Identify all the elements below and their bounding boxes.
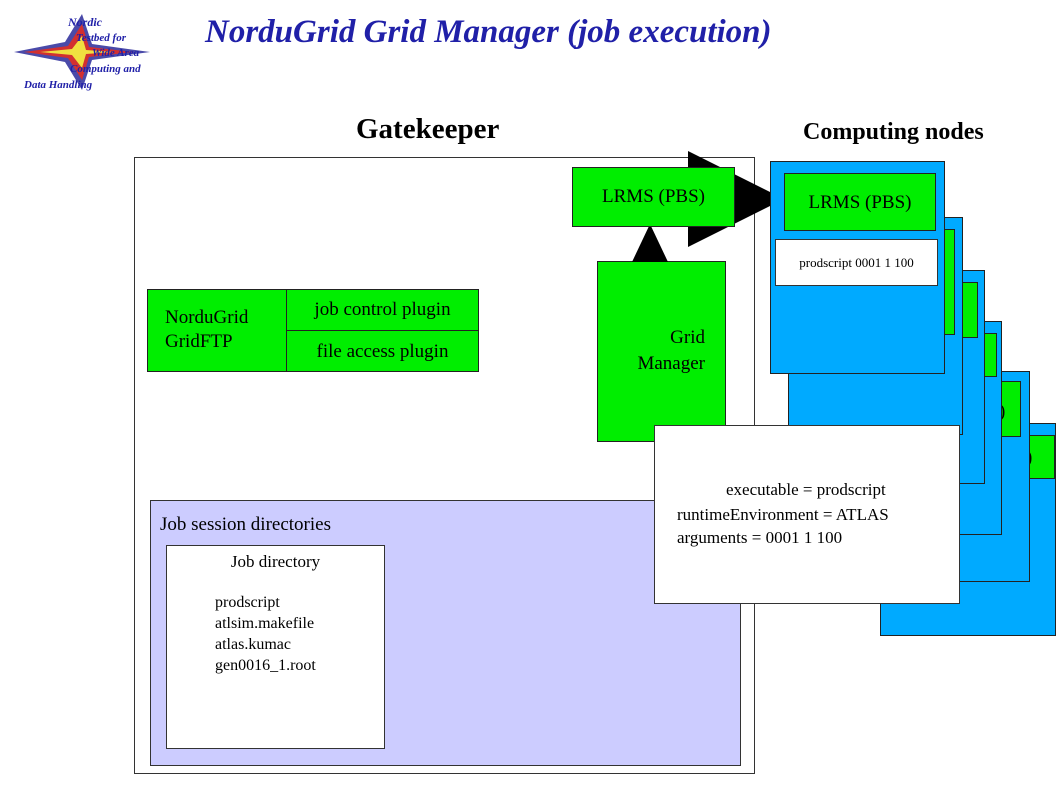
grid-manager-label-line1: Grid (670, 327, 705, 348)
job-directory: Job directory prodscript atlsim.makefile… (166, 545, 385, 749)
logo-line-2: Testbed for (76, 32, 127, 44)
node-lrms-label-partial: ) (999, 401, 1006, 422)
file-access-plugin-label: file access plugin (316, 341, 449, 362)
nordugrid-star-logo-icon: Nordic Testbed for Wide Area Computing a… (14, 14, 150, 91)
page-title: NorduGrid Grid Manager (job execution) (205, 14, 772, 50)
job-control-plugin-label: job control plugin (314, 299, 451, 320)
node-lrms-label: LRMS (PBS) (808, 192, 912, 213)
logo-line-3: Wide Area (92, 47, 140, 59)
node-lrms-box: LRMS (PBS) (784, 173, 936, 231)
job-description-line: runtimeEnvironment = ATLAS (677, 505, 889, 524)
logo-line-1: Nordic (67, 15, 103, 29)
file-access-plugin: file access plugin (286, 330, 479, 372)
grid-manager-box: Grid Manager (597, 261, 726, 442)
gridftp-label-line1: NorduGrid (165, 307, 249, 328)
lrms-gatekeeper-label: LRMS (PBS) (602, 186, 705, 207)
computing-node-front: LRMS (PBS) prodscript 0001 1 100 (770, 161, 945, 374)
job-description-box: executable = prodscript runtimeEnvironme… (654, 425, 960, 604)
node-process-box: prodscript 0001 1 100 (775, 239, 938, 286)
logo-line-5: Data Handling (23, 79, 93, 91)
lrms-gatekeeper-box: LRMS (PBS) (572, 167, 735, 227)
session-label: Job session directories (160, 514, 331, 535)
job-file: atlas.kumac (215, 636, 291, 653)
job-description-line: arguments = 0001 1 100 (677, 528, 843, 547)
job-file: gen0016_1.root (215, 657, 316, 674)
grid-manager-label-line2: Manager (637, 353, 705, 374)
logo-line-4: Computing and (70, 63, 141, 75)
job-control-plugin: job control plugin (286, 289, 479, 331)
job-description-line: executable = prodscript (726, 480, 886, 499)
gatekeeper-heading: Gatekeeper (356, 113, 500, 145)
job-file: atlsim.makefile (215, 615, 315, 632)
job-file: prodscript (215, 594, 280, 611)
computing-nodes-heading: Computing nodes (803, 119, 984, 145)
gridftp-box: NorduGrid GridFTP (147, 289, 287, 372)
job-directory-title: Job directory (230, 552, 321, 571)
gridftp-label-line2: GridFTP (165, 331, 233, 352)
node-process-label: prodscript 0001 1 100 (799, 255, 914, 270)
